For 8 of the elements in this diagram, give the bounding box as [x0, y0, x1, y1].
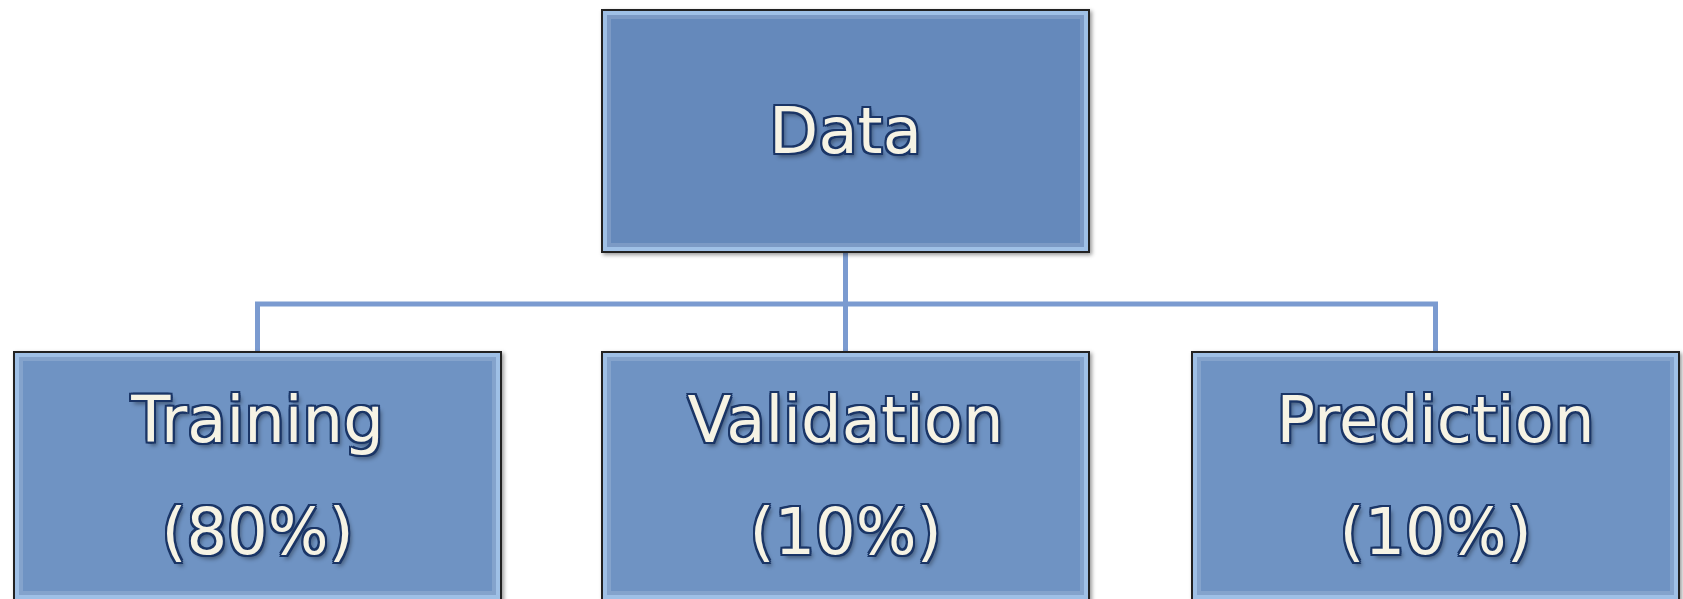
- box-label: Prediction (10%): [1276, 382, 1595, 571]
- process-box: [1191, 351, 1680, 599]
- process-box: [601, 351, 1090, 599]
- box-label: Data: [769, 92, 922, 170]
- process-box: [13, 351, 502, 599]
- box-label: Training (80%): [131, 382, 384, 571]
- process-box: [601, 9, 1090, 253]
- box-label: Validation (10%): [687, 382, 1004, 571]
